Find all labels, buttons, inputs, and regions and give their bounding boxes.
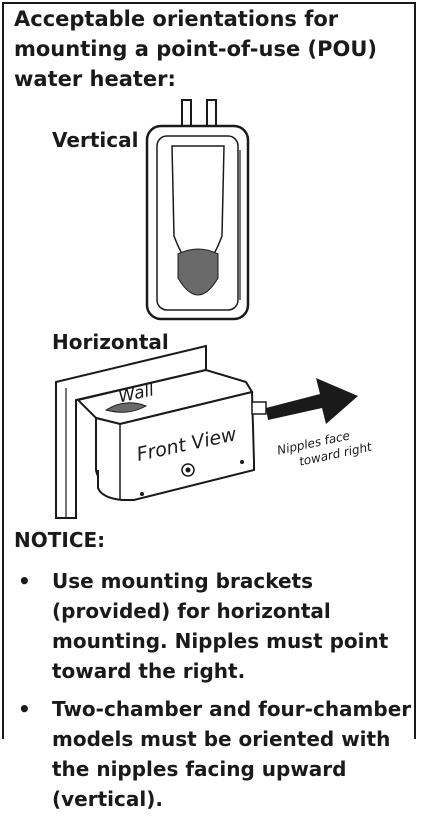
vertical-label: Vertical bbox=[52, 128, 139, 152]
horizontal-nipple bbox=[251, 401, 267, 415]
horizontal-indicator-lens bbox=[104, 402, 148, 413]
direction-arrow bbox=[266, 378, 358, 424]
list-item: • Two-chamber and four-chamber models mu… bbox=[14, 694, 414, 814]
wall-panel bbox=[55, 344, 207, 519]
horizontal-heater-illustration: Wall Front View Nipples face toward righ… bbox=[55, 344, 374, 519]
notice-item-text: Use mounting brackets (provided) for hor… bbox=[52, 569, 389, 683]
vertical-heater-illustration bbox=[145, 99, 250, 321]
notice-list: • Use mounting brackets (provided) for h… bbox=[14, 566, 414, 822]
notice-panel-frame bbox=[2, 2, 416, 739]
page-title: Acceptable orientations for mounting a p… bbox=[14, 7, 377, 91]
notice-item-text: Two-chamber and four-chamber models must… bbox=[52, 697, 412, 811]
bullet-icon: • bbox=[18, 569, 31, 593]
list-item: • Use mounting brackets (provided) for h… bbox=[14, 566, 414, 686]
horizontal-label: Horizontal bbox=[52, 330, 169, 354]
notice-heading: NOTICE: bbox=[14, 528, 106, 552]
bullet-icon: • bbox=[18, 697, 31, 721]
vertical-indicator-lens bbox=[177, 248, 219, 296]
